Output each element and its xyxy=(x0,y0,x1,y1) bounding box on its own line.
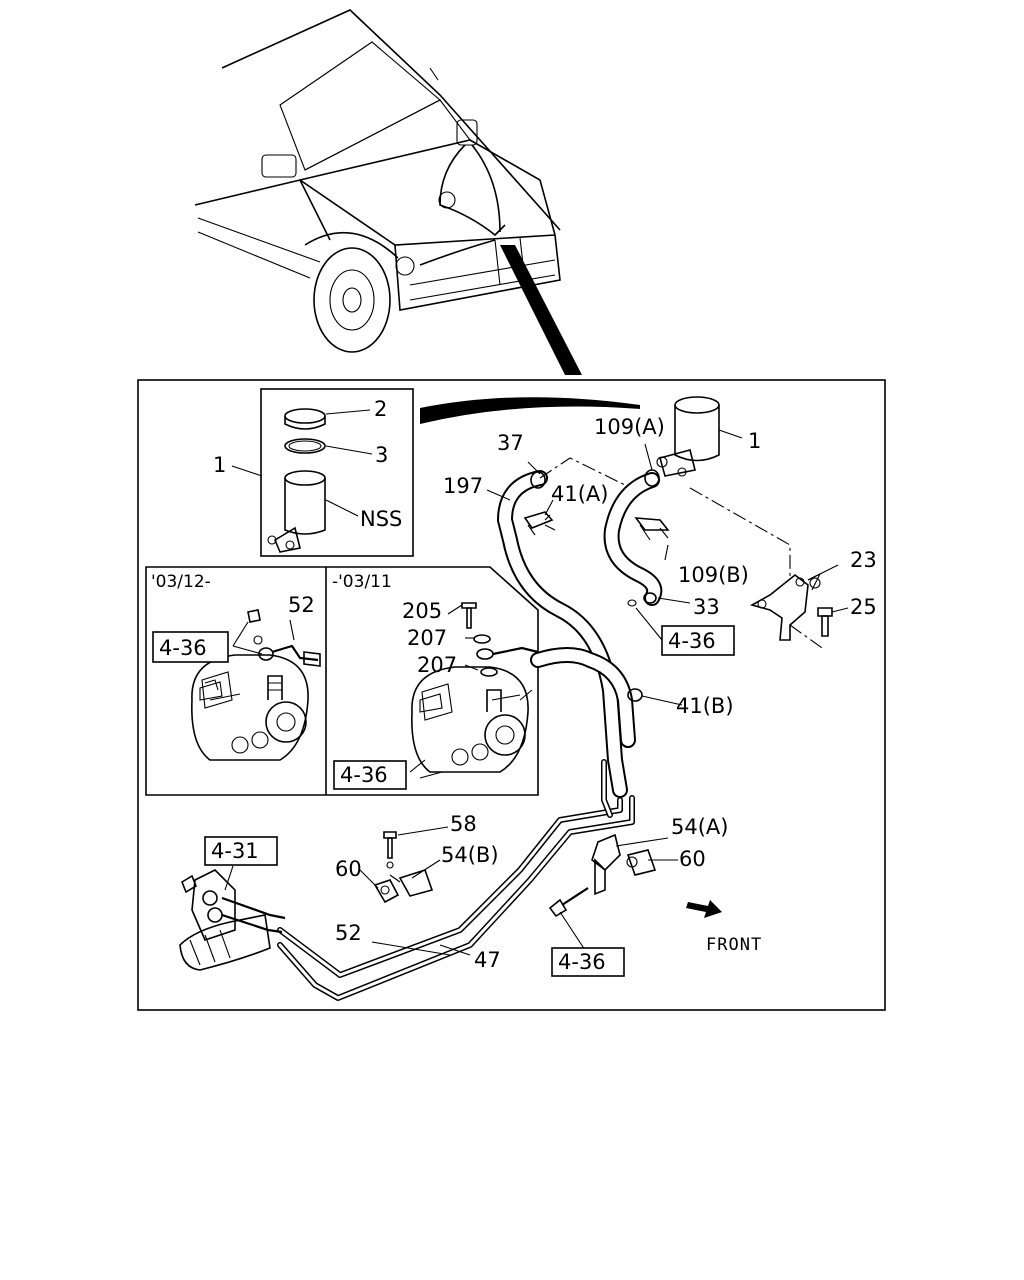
label-p197: 197 xyxy=(443,474,483,498)
leader-lines xyxy=(359,443,849,956)
vehicle-illustration xyxy=(194,9,582,375)
pipe-clamp-right xyxy=(548,833,657,918)
clamps xyxy=(523,469,670,702)
pipe-clamp-left xyxy=(373,831,434,904)
inset-right-date: -'03/11 xyxy=(332,572,392,592)
reservoir-main xyxy=(656,396,743,477)
label-p41b: 41(B) xyxy=(676,694,734,718)
pump-right xyxy=(411,602,539,779)
label-p54b: 54(B) xyxy=(441,843,499,867)
label-p207a: 207 xyxy=(407,626,447,650)
front-label: FRONT xyxy=(706,935,762,955)
bolt xyxy=(817,607,833,637)
inset-left-date: '03/12- xyxy=(151,572,211,592)
ref-4-36-bottom: 4-36 xyxy=(558,950,606,974)
bracket xyxy=(749,572,822,641)
guide-lines xyxy=(539,457,826,651)
label-p109b: 109(B) xyxy=(678,563,749,587)
reference-boxes xyxy=(152,625,735,977)
ref-4-36-pump: 4-36 xyxy=(340,763,388,787)
label-nss: NSS xyxy=(360,507,402,531)
label-p52-inset: 52 xyxy=(288,593,315,617)
label-p2: 2 xyxy=(374,397,387,421)
diagram-frame xyxy=(137,379,886,1011)
label-p37: 37 xyxy=(497,431,524,455)
label-p3: 3 xyxy=(375,443,388,467)
label-p33: 33 xyxy=(693,595,720,619)
label-p52: 52 xyxy=(335,921,362,945)
label-p207b: 207 xyxy=(417,653,457,677)
label-p58: 58 xyxy=(450,812,477,836)
pump-insets xyxy=(145,566,539,796)
ref-4-36-left: 4-36 xyxy=(159,636,207,660)
label-p41a: 41(A) xyxy=(551,482,608,506)
label-p60a: 60 xyxy=(335,857,362,881)
label-p47: 47 xyxy=(474,948,501,972)
label-p109a: 109(A) xyxy=(594,415,665,439)
ref-4-31: 4-31 xyxy=(211,839,259,863)
ref-4-36-right: 4-36 xyxy=(668,629,716,653)
label-p54a: 54(A) xyxy=(671,815,728,839)
label-p1-main: 1 xyxy=(748,429,761,453)
labels: 2 3 1 NSS 1 37 197 41(A) 109(A) 109(B) 3… xyxy=(151,397,877,974)
label-p23: 23 xyxy=(850,548,877,572)
label-p1-inset: 1 xyxy=(213,453,226,477)
pointer-arrow xyxy=(420,397,640,424)
label-p205: 205 xyxy=(402,599,442,623)
label-p25: 25 xyxy=(850,595,877,619)
steering-gear xyxy=(179,865,286,971)
front-arrow-icon xyxy=(686,900,722,918)
hoses xyxy=(277,470,663,1001)
reservoir-inset xyxy=(231,388,414,557)
label-p60b: 60 xyxy=(679,847,706,871)
